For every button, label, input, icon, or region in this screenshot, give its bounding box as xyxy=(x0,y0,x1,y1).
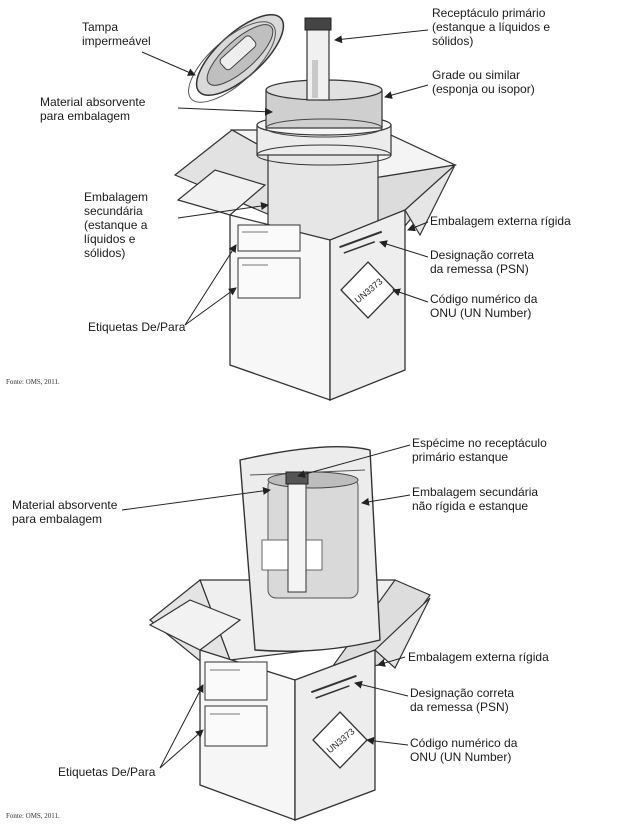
to-label-2 xyxy=(204,705,268,747)
label-psn-2: Designação correta da remessa (PSN) xyxy=(410,686,515,714)
label-grid: Grade ou similar (esponja ou isopor) xyxy=(432,68,535,96)
outer-box-front: UN3373 xyxy=(176,164,456,401)
label-primary-receptacle: Receptáculo primário (estanque a líquido… xyxy=(432,6,551,48)
secondary-bag xyxy=(239,445,381,652)
label-secondary-bag: Embalagem secundária não rígida e estanq… xyxy=(412,485,539,513)
un3373-diamond-mark-2: UN3373 xyxy=(312,711,368,769)
label-secondary-packaging: Embalagem secundária (estanque a líquido… xyxy=(84,190,149,260)
primary-receptacle-tube xyxy=(304,17,332,101)
leader-lines-1 xyxy=(141,29,429,326)
lid-illustration xyxy=(188,13,285,103)
leader-lines-2 xyxy=(121,444,411,769)
from-label xyxy=(237,224,301,252)
label-outer-rigid: Embalagem externa rígida xyxy=(430,214,571,228)
label-specimen: Espécime no receptáculo primário estanqu… xyxy=(412,436,547,464)
label-from-to-2: Etiquetas De/Para xyxy=(58,765,156,779)
label-absorbent-material-2: Material absorvente para embalagem xyxy=(12,498,118,526)
label-from-to: Etiquetas De/Para xyxy=(88,320,186,334)
label-lid: Tampa impermeável xyxy=(82,20,151,48)
outer-box-front-2: UN3373 xyxy=(148,597,431,821)
specimen-tube xyxy=(285,471,309,593)
source-note-2: Fonte: OMS, 2011. xyxy=(6,812,60,820)
label-un-number-2: Código numérico da ONU (UN Number) xyxy=(410,736,518,764)
diagram-triple-packaging-bag: UN3373 xyxy=(121,444,431,821)
diagram-triple-packaging-rigid: UN3373 xyxy=(141,13,458,401)
source-note: Fonte: OMS, 2011. xyxy=(6,378,60,386)
to-label xyxy=(237,257,301,299)
label-psn: Designação correta da remessa (PSN) xyxy=(430,248,535,276)
from-label-2 xyxy=(204,661,268,701)
label-absorbent-material: Material absorvente para embalagem xyxy=(40,95,146,123)
label-un-number: Código numérico da ONU (UN Number) xyxy=(430,292,538,320)
un3373-diamond-mark: UN3373 xyxy=(340,261,396,319)
label-outer-rigid-2: Embalagem externa rígida xyxy=(408,650,549,664)
